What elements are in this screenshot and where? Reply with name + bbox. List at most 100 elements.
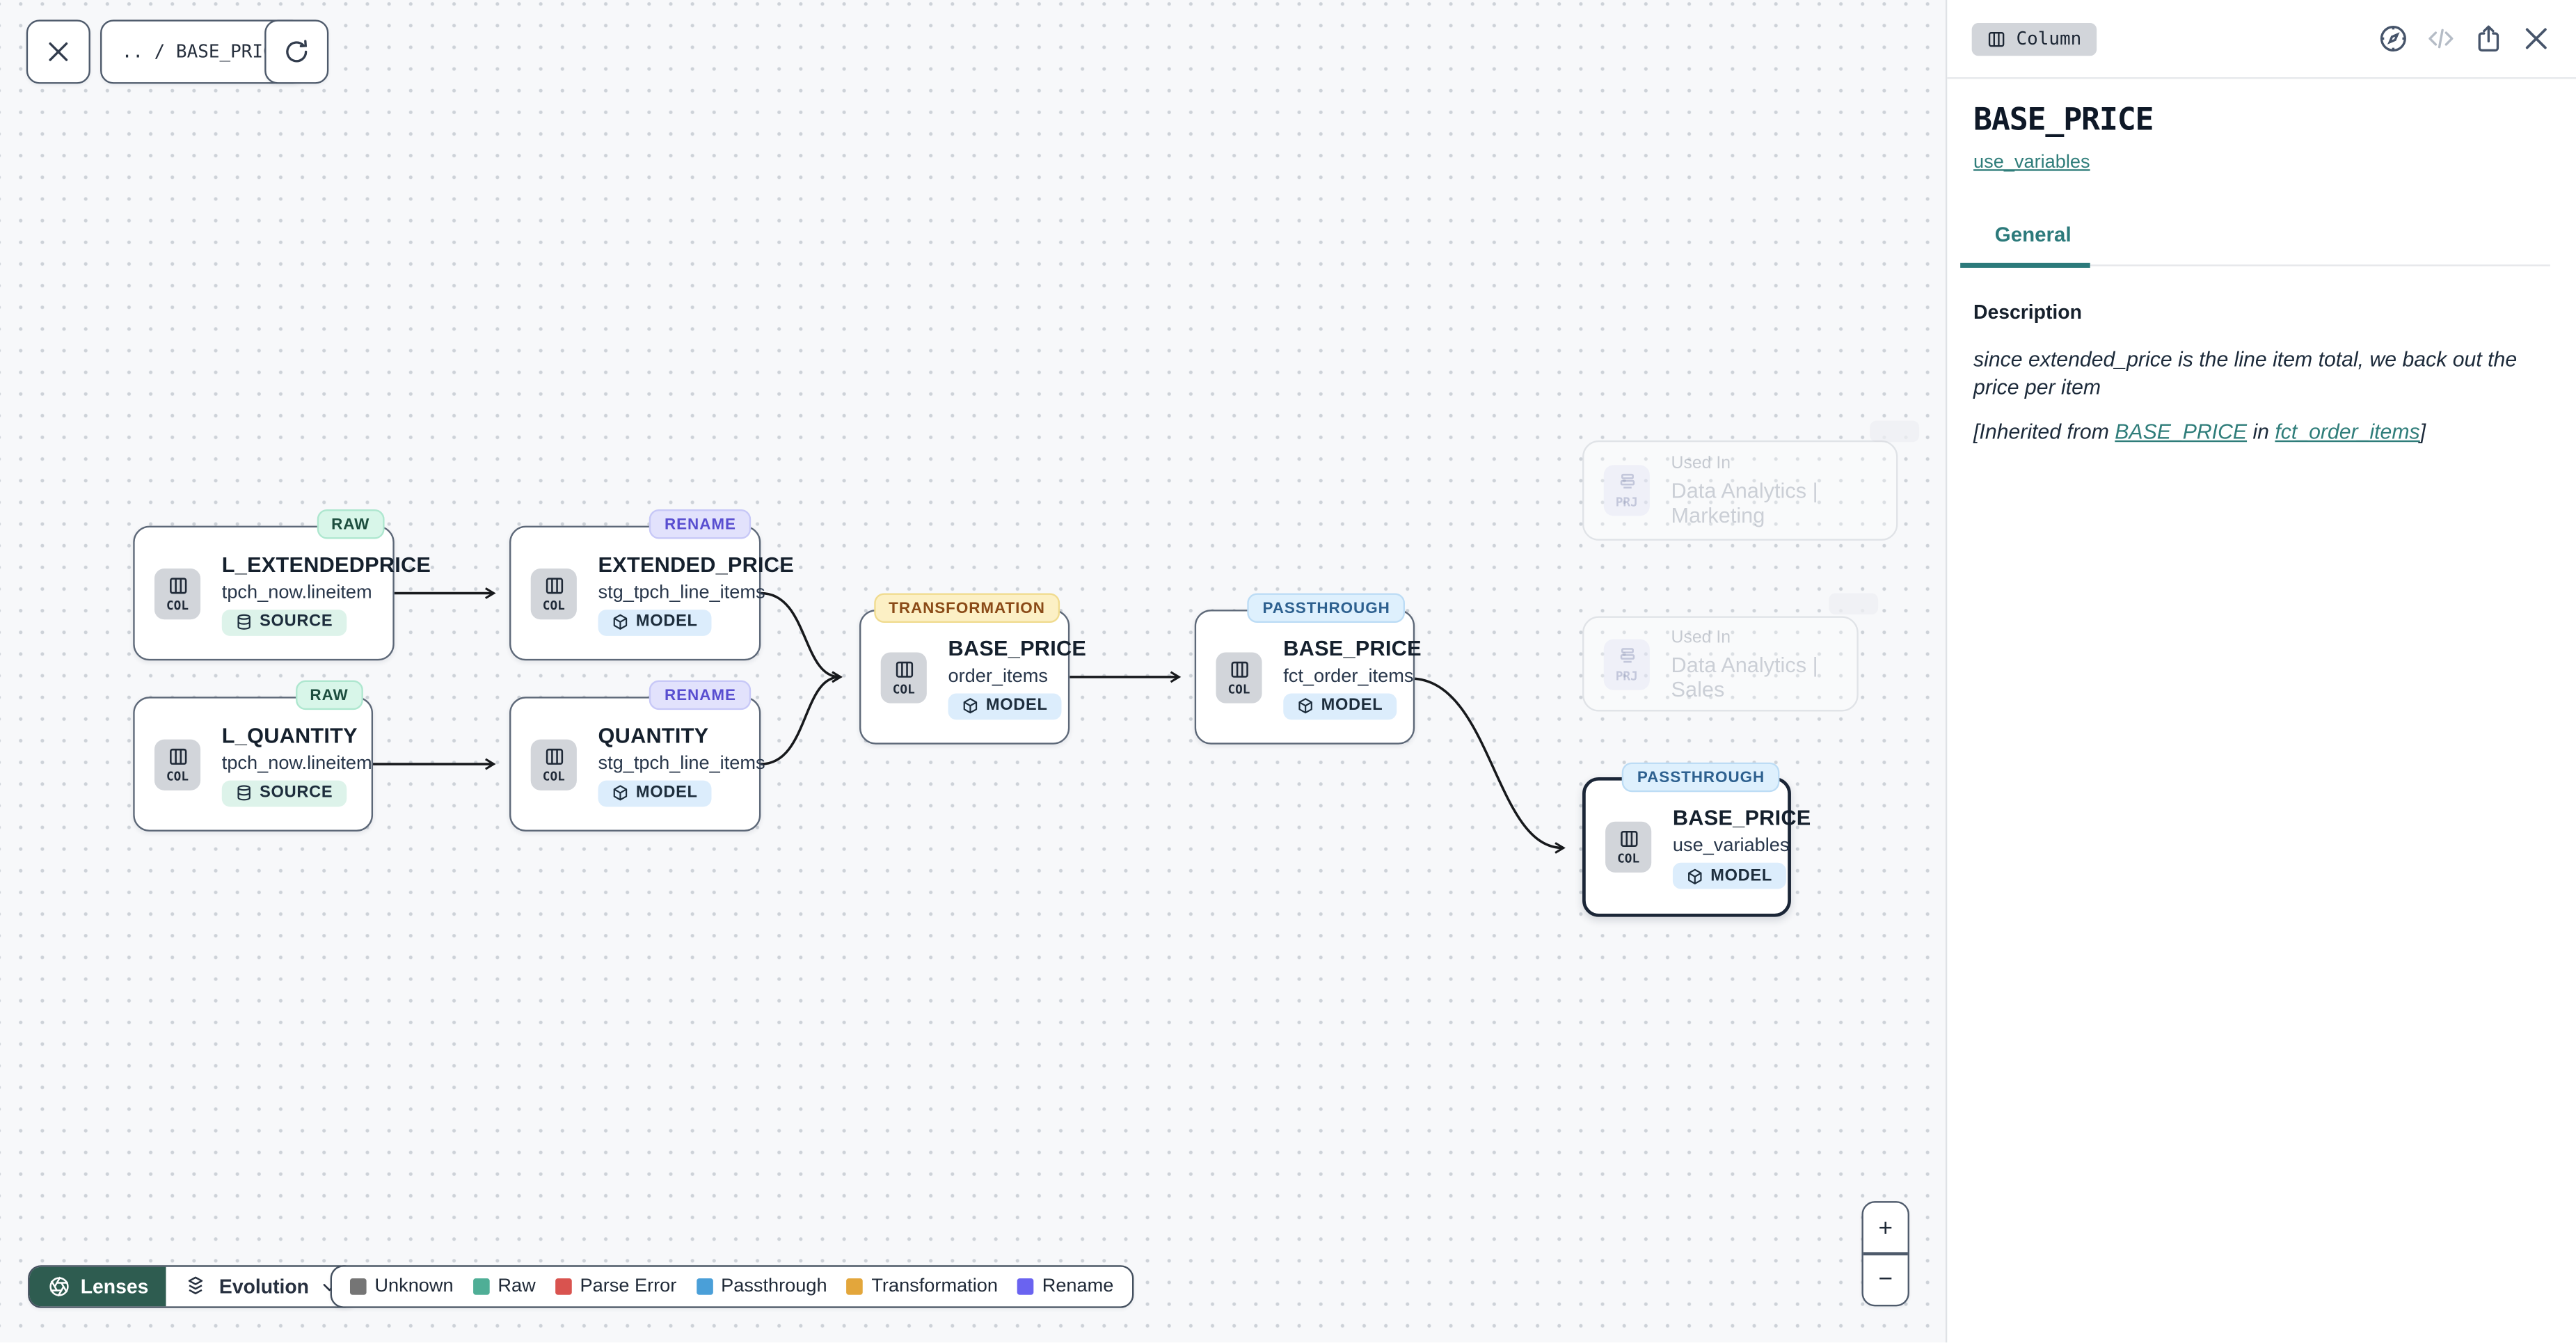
cube-icon bbox=[1296, 697, 1314, 715]
panel-tabs: General bbox=[1973, 220, 2550, 266]
entity-type-label: Column bbox=[2016, 28, 2081, 49]
node-title: L_EXTENDEDPRICE bbox=[222, 551, 431, 575]
inherited-model-link[interactable]: fct_order_items bbox=[2275, 418, 2419, 443]
used-in-project-name: Data Analytics | Marketing bbox=[1671, 478, 1897, 527]
legend-label: Parse Error bbox=[580, 1277, 677, 1296]
node-l-quantity[interactable]: RAW COL L_QUANTITY tpch_now.lineitem SOU… bbox=[133, 697, 373, 832]
entity-kind-label: COL bbox=[543, 597, 565, 612]
node-extended-price[interactable]: RENAME COL EXTENDED_PRICE stg_tpch_line_… bbox=[509, 526, 761, 661]
resource-pill: MODEL bbox=[598, 779, 711, 806]
column-type-box: COL bbox=[531, 738, 577, 789]
cube-icon bbox=[961, 697, 979, 715]
columns-icon bbox=[1228, 658, 1250, 680]
panel-title: BASE_PRICE bbox=[1973, 102, 2550, 138]
refresh-button[interactable] bbox=[264, 19, 328, 84]
legend-item: Rename bbox=[1017, 1277, 1113, 1296]
inherited-suffix: ] bbox=[2420, 418, 2426, 443]
evolution-legend: Unknown Raw Parse Error Passthrough Tran… bbox=[331, 1265, 1134, 1308]
project-icon bbox=[1616, 645, 1637, 667]
view-code-button[interactable] bbox=[2425, 23, 2456, 54]
evolution-badge: RAW bbox=[295, 681, 363, 710]
resource-pill-label: SOURCE bbox=[260, 613, 333, 631]
used-in-card-marketing[interactable]: PRJ Used In Data Analytics | Marketing bbox=[1582, 440, 1898, 541]
legend-label: Raw bbox=[498, 1277, 535, 1296]
refresh-icon bbox=[283, 38, 310, 65]
legend-swatch bbox=[1017, 1278, 1034, 1295]
columns-icon bbox=[1618, 828, 1639, 850]
node-subtitle: tpch_now.lineitem bbox=[222, 582, 431, 602]
lineage-canvas[interactable]: .. / BASE_PRICE PRJ Used In Data Analyti… bbox=[0, 0, 1946, 1343]
columns-icon bbox=[543, 745, 564, 767]
columns-icon bbox=[167, 574, 189, 596]
node-subtitle: order_items bbox=[948, 667, 1087, 686]
node-quantity[interactable]: RENAME COL QUANTITY stg_tpch_line_items … bbox=[509, 697, 761, 832]
resource-pill-label: MODEL bbox=[1321, 697, 1383, 715]
zoom-out-button[interactable]: − bbox=[1863, 1255, 1908, 1305]
node-title: EXTENDED_PRICE bbox=[598, 551, 794, 575]
inherited-prefix: [Inherited from bbox=[1973, 418, 2115, 443]
resource-pill-label: MODEL bbox=[636, 613, 698, 631]
zoom-control: + − bbox=[1861, 1201, 1909, 1306]
legend-label: Passthrough bbox=[721, 1277, 827, 1296]
details-panel: Column BASE_PRICE use_variables General … bbox=[1946, 0, 2576, 1343]
database-icon bbox=[235, 613, 253, 631]
node-subtitle: stg_tpch_line_items bbox=[598, 582, 794, 602]
resource-pill-label: SOURCE bbox=[260, 784, 333, 802]
zoom-in-button[interactable]: + bbox=[1863, 1203, 1908, 1253]
tab-general[interactable]: General bbox=[1995, 223, 2072, 246]
description-heading: Description bbox=[1973, 301, 2550, 324]
column-type-box: COL bbox=[154, 568, 200, 619]
evolution-badge: PASSTHROUGH bbox=[1623, 763, 1780, 793]
lens-dropdown[interactable]: Evolution bbox=[166, 1267, 356, 1307]
resource-pill: SOURCE bbox=[222, 779, 347, 806]
node-l-extendedprice[interactable]: RAW COL L_EXTENDEDPRICE tpch_now.lineite… bbox=[133, 526, 394, 661]
resource-pill-label: MODEL bbox=[986, 697, 1048, 715]
columns-icon bbox=[1987, 29, 2006, 48]
layers-icon bbox=[184, 1275, 207, 1298]
legend-item: Raw bbox=[473, 1277, 536, 1296]
explore-lineage-button[interactable] bbox=[2378, 23, 2409, 54]
node-title: BASE_PRICE bbox=[1673, 805, 1811, 829]
node-base-price-use-variables-selected[interactable]: PASSTHROUGH COL BASE_PRICE use_variables… bbox=[1582, 777, 1791, 917]
legend-swatch bbox=[697, 1278, 713, 1295]
description-inherited: [Inherited from BASE_PRICE in fct_order_… bbox=[1973, 418, 2550, 443]
node-base-price-fct-order-items[interactable]: PASSTHROUGH COL BASE_PRICE fct_order_ite… bbox=[1195, 610, 1415, 745]
ghost-badge bbox=[1829, 593, 1878, 614]
columns-icon bbox=[543, 574, 564, 596]
lenses-label: Lenses bbox=[81, 1275, 149, 1298]
panel-body: BASE_PRICE use_variables General Descrip… bbox=[1947, 79, 2576, 443]
close-icon bbox=[45, 38, 72, 65]
database-icon bbox=[235, 784, 253, 802]
legend-label: Unknown bbox=[374, 1277, 453, 1296]
close-panel-button[interactable] bbox=[2520, 23, 2552, 54]
entity-kind-label: COL bbox=[1617, 851, 1639, 866]
inherited-infix: in bbox=[2247, 418, 2275, 443]
close-lineage-button[interactable] bbox=[26, 19, 90, 84]
compass-icon bbox=[2378, 23, 2409, 54]
legend-swatch bbox=[473, 1278, 490, 1295]
legend-swatch bbox=[555, 1278, 572, 1295]
entity-kind-label: COL bbox=[543, 768, 565, 783]
used-in-label: Used In bbox=[1671, 454, 1897, 473]
columns-icon bbox=[167, 745, 189, 767]
node-subtitle: stg_tpch_line_items bbox=[598, 754, 765, 773]
aperture-icon bbox=[47, 1275, 70, 1298]
close-icon bbox=[2520, 23, 2552, 54]
lenses-button[interactable]: Lenses bbox=[30, 1267, 167, 1307]
node-base-price-order-items[interactable]: TRANSFORMATION COL BASE_PRICE order_item… bbox=[859, 610, 1070, 745]
share-button[interactable] bbox=[2473, 23, 2504, 54]
used-in-card-sales[interactable]: PRJ Used In Data Analytics | Sales bbox=[1582, 617, 1859, 712]
model-link[interactable]: use_variables bbox=[1973, 153, 2090, 173]
legend-item: Passthrough bbox=[697, 1277, 827, 1296]
entity-kind-label: PRJ bbox=[1616, 495, 1638, 509]
inherited-column-link[interactable]: BASE_PRICE bbox=[2115, 418, 2247, 443]
entity-kind-label: COL bbox=[166, 597, 189, 612]
column-type-box: COL bbox=[1216, 651, 1262, 702]
column-type-box: COL bbox=[531, 568, 577, 619]
cube-icon bbox=[611, 784, 629, 802]
used-in-label: Used In bbox=[1671, 627, 1857, 646]
evolution-badge: RENAME bbox=[650, 681, 751, 710]
node-title: BASE_PRICE bbox=[1283, 635, 1422, 660]
legend-item: Transformation bbox=[847, 1277, 998, 1296]
column-type-box: COL bbox=[154, 738, 200, 789]
